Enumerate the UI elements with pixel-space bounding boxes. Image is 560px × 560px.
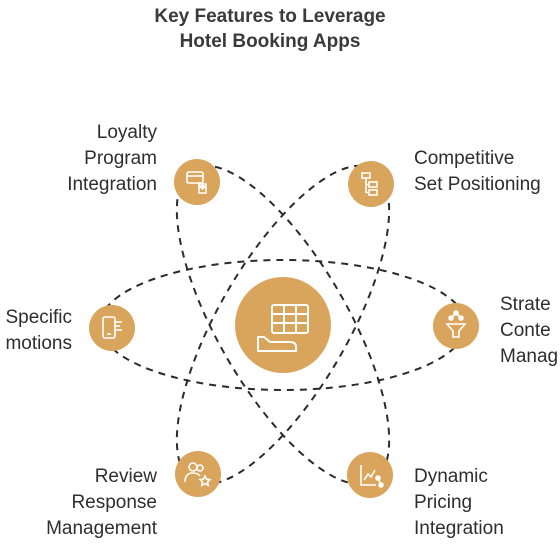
label-loyalty: Loyalty Program Integration	[67, 122, 157, 195]
diagram-title: Key Features to Leverage Hotel Booking A…	[0, 4, 540, 54]
loyalty-card-icon	[186, 171, 207, 194]
label-review: Review Response Management	[46, 466, 157, 539]
node-competitive	[348, 161, 394, 207]
label-dynamic-pricing: Dynamic Pricing Integration	[414, 466, 504, 539]
node-dynamic-pricing	[347, 452, 393, 498]
label-competitive: Competitive Set Positioning	[414, 148, 541, 195]
table-hand-icon	[257, 304, 309, 352]
center-node	[235, 277, 331, 373]
funnel-network-icon	[445, 310, 467, 338]
node-loyalty	[174, 159, 220, 205]
label-promotions: Specific motions	[5, 307, 72, 354]
title-line-1: Key Features to Leverage	[154, 6, 386, 27]
node-review	[175, 451, 221, 497]
mobile-promo-icon	[102, 316, 122, 339]
title-line-2: Hotel Booking Apps	[179, 31, 361, 52]
pricing-chart-icon	[360, 465, 384, 488]
label-strategic-content: Strate Conte Manag	[500, 294, 559, 367]
org-chart-icon	[361, 172, 378, 196]
node-strategic-content	[433, 303, 479, 349]
node-promotions	[89, 305, 135, 351]
user-star-icon	[184, 462, 212, 487]
